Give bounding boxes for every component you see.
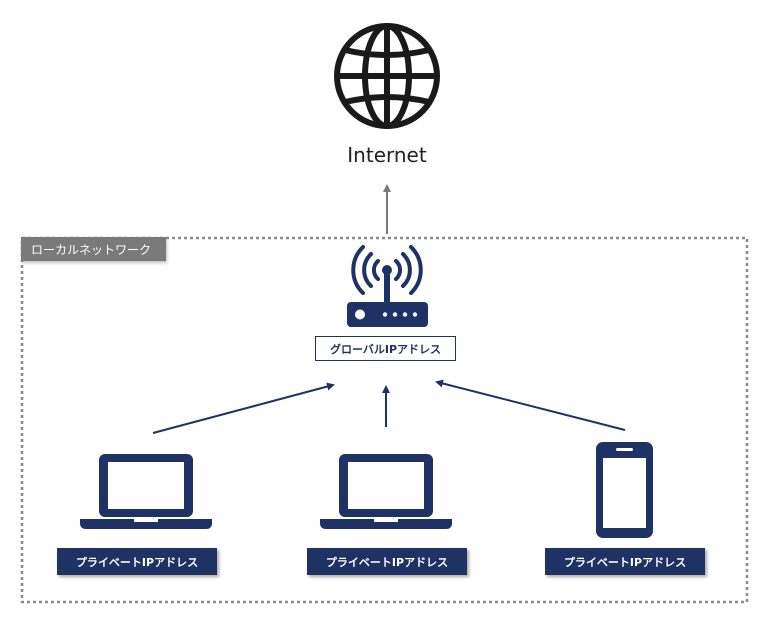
laptop-icon bbox=[320, 454, 452, 529]
smartphone-icon bbox=[596, 442, 653, 538]
private-ip-label-1: プライベートIPアドレス bbox=[57, 548, 217, 575]
globe-icon bbox=[334, 23, 440, 129]
local-network-boundary bbox=[20, 236, 749, 604]
internet-label: Internet bbox=[347, 143, 427, 167]
arrow-device-3 bbox=[435, 379, 626, 431]
laptop-icon bbox=[80, 454, 212, 529]
private-ip-label-3: プライベートIPアドレス bbox=[545, 548, 705, 575]
private-ip-label-2: プライベートIPアドレス bbox=[307, 548, 467, 575]
arrow-device-1 bbox=[152, 382, 335, 434]
wifi-router-icon bbox=[347, 245, 428, 327]
local-network-label: ローカルネットワーク bbox=[21, 237, 166, 261]
global-ip-label: グローバルIPアドレス bbox=[315, 336, 456, 361]
